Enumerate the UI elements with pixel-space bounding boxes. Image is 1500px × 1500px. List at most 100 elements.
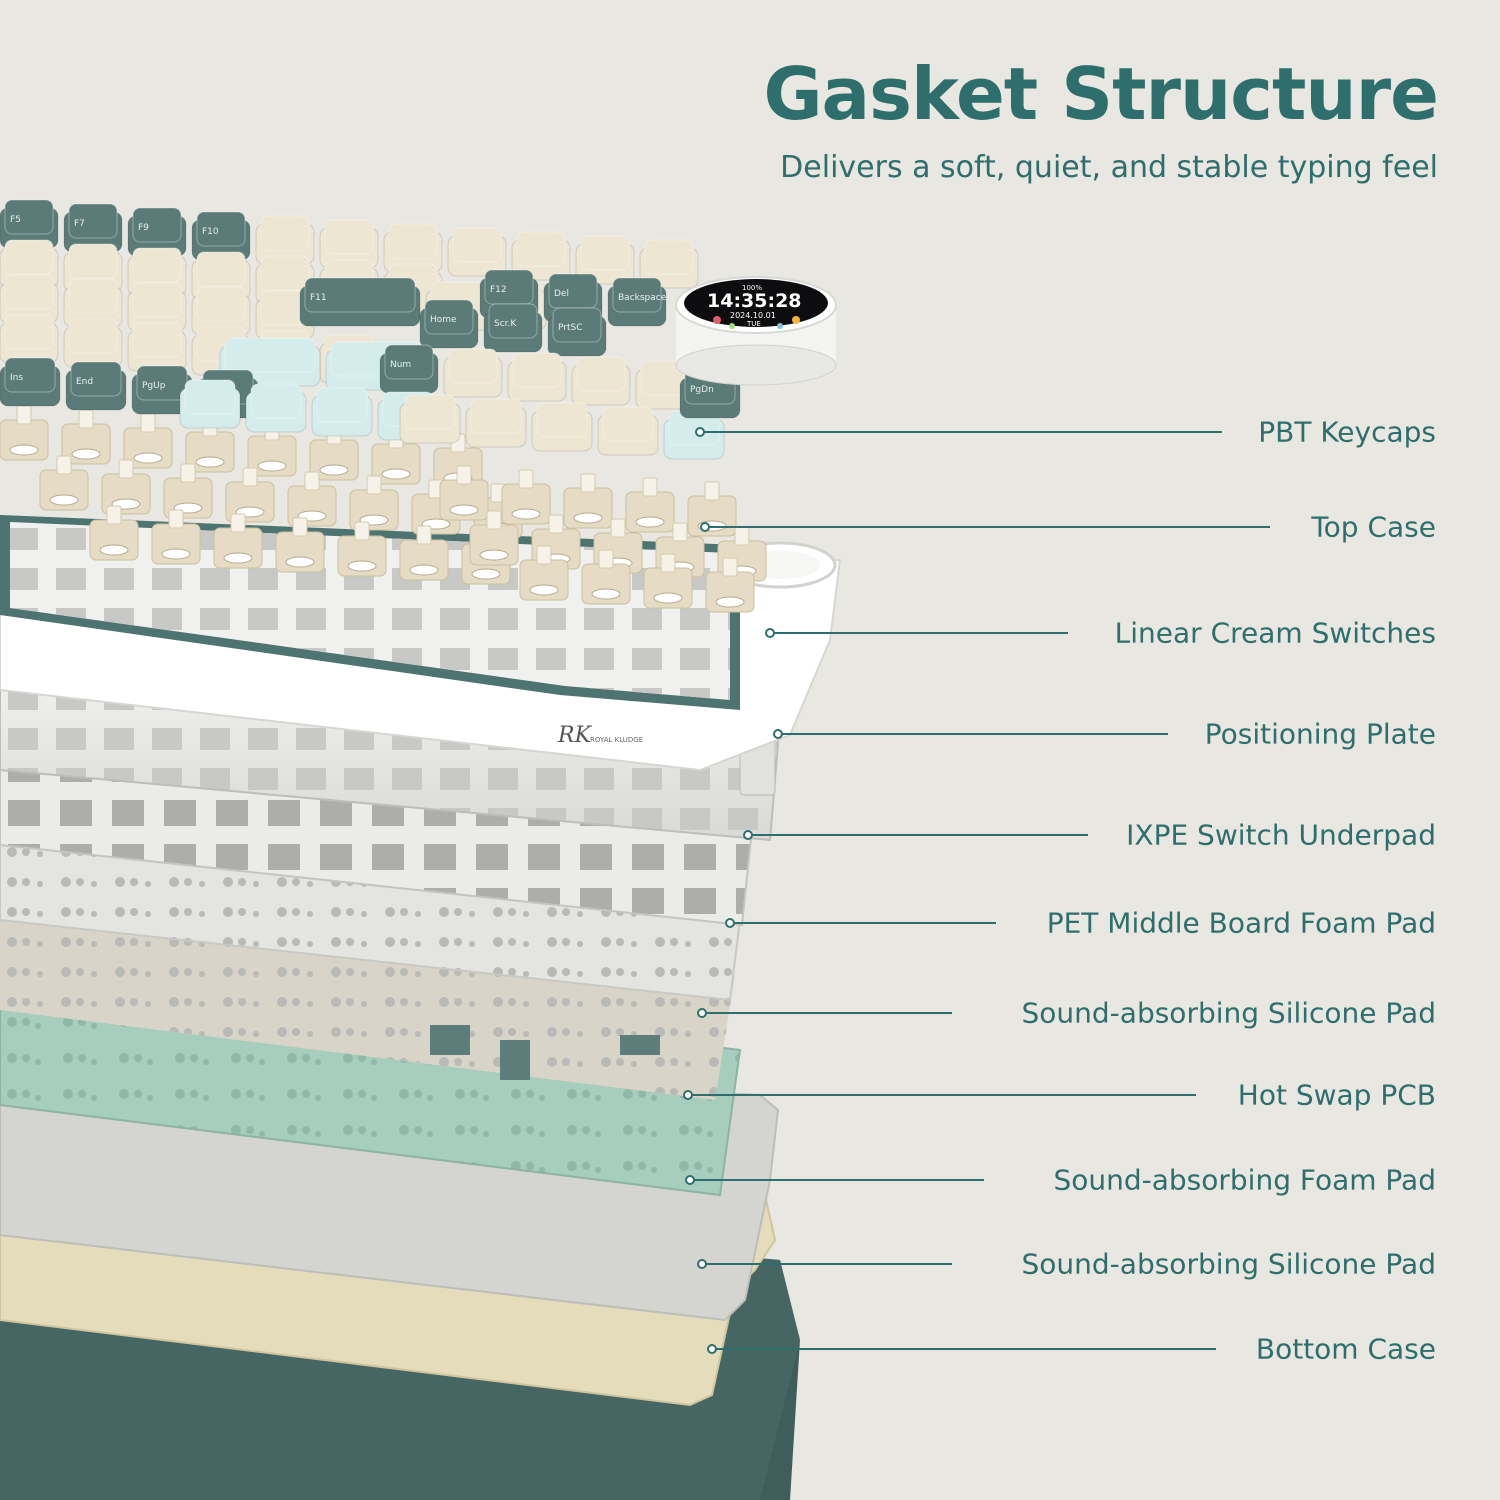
keycap-legend: PrtSC [558, 323, 583, 333]
switch [309, 425, 359, 481]
keycap [597, 406, 659, 456]
brand-name: ROYAL KLUDGE [590, 736, 643, 744]
switch [563, 473, 613, 529]
keycap-legend: F10 [202, 227, 219, 237]
keycap: F9 [127, 207, 187, 257]
keycap [443, 348, 503, 398]
switch [705, 557, 755, 613]
switch [213, 513, 263, 569]
display-time: 14:35:28 [707, 290, 802, 312]
keycap [663, 410, 725, 460]
keycap [383, 223, 443, 273]
keycap [571, 356, 631, 406]
switch [0, 405, 49, 461]
round-display: 100% 14:35:28 2024.10.01 TUE [675, 276, 837, 386]
keycap-legend: F11 [310, 293, 327, 303]
keycap: PrtSC [547, 307, 607, 357]
layer-label: Bottom Case [1255, 1332, 1436, 1366]
switch [163, 463, 213, 519]
switch [337, 521, 387, 577]
keycap [0, 314, 59, 364]
keycap-legend: PgDn [690, 385, 714, 395]
layer-label: Sound-absorbing Silicone Pad [1021, 996, 1436, 1030]
layer-label: IXPE Switch Underpad [1126, 818, 1436, 852]
keycap [255, 215, 315, 265]
keycap [127, 322, 187, 372]
brand-logo: RK [557, 723, 593, 748]
keycap: F10 [191, 211, 251, 261]
keycap [639, 239, 699, 289]
leader-dot [725, 918, 735, 928]
layer-label: Hot Swap PCB [1237, 1078, 1436, 1112]
switch [247, 421, 297, 477]
keycap-legend: End [76, 377, 93, 387]
leader-dot [700, 522, 710, 532]
switch [625, 477, 675, 533]
layer-label: Sound-absorbing Foam Pad [1053, 1163, 1436, 1197]
keycap-legend: Del [554, 289, 569, 299]
leader-dot [773, 729, 783, 739]
keycap [311, 387, 373, 437]
leader-dot [685, 1175, 695, 1185]
keycap: F5 [0, 199, 59, 249]
leader-dot [697, 1008, 707, 1018]
keycap [511, 231, 571, 281]
keycap: Scr.K [483, 303, 543, 353]
leader-lines [683, 427, 1270, 1354]
switch [439, 465, 489, 521]
keycap: F11 [299, 277, 421, 327]
keycap [127, 282, 187, 332]
keycap [399, 394, 461, 444]
keycap-legend: F12 [490, 285, 507, 295]
switch [399, 525, 449, 581]
page-subtitle: Delivers a soft, quiet, and stable typin… [780, 150, 1438, 185]
linear-switches-layer [0, 405, 767, 613]
keycap [447, 227, 507, 277]
keycap [635, 360, 695, 410]
keycap [465, 398, 527, 448]
layer-label: PET Middle Board Foam Pad [1046, 906, 1436, 940]
keycap: Backspace [607, 277, 667, 327]
keycap [531, 402, 593, 452]
keycap-legend: Ins [10, 373, 23, 383]
keycap-legend: Scr.K [494, 319, 517, 329]
keycap-legend: Home [430, 315, 457, 325]
keycap-legend: Backspace [618, 293, 667, 303]
layer-label: Linear Cream Switches [1114, 616, 1436, 650]
switch [501, 469, 551, 525]
switch [225, 467, 275, 523]
layer-label: Positioning Plate [1204, 717, 1436, 751]
keycap-legend: F9 [138, 223, 149, 233]
keycap-legend: F5 [10, 215, 21, 225]
layer-label: Top Case [1311, 510, 1436, 544]
keycap: F7 [63, 203, 123, 253]
leader-dot [697, 1259, 707, 1269]
keycap-legend: F7 [74, 219, 85, 229]
leader-dot [765, 628, 775, 638]
keycap [575, 235, 635, 285]
page-title: Gasket Structure [763, 52, 1439, 136]
leader-dot [695, 427, 705, 437]
keycap [179, 379, 241, 429]
keycap [245, 383, 307, 433]
keycap [63, 318, 123, 368]
leader-dot [743, 830, 753, 840]
display-battery: 100% [742, 284, 762, 292]
switch [275, 517, 325, 573]
keycap: Home [419, 299, 479, 349]
switch [151, 509, 201, 565]
switch [519, 545, 569, 601]
keycap: Ins [0, 357, 61, 407]
keycap [507, 352, 567, 402]
keycap-legend: Num [390, 360, 411, 370]
switch [469, 510, 519, 566]
keycap-legend: PgUp [142, 381, 166, 391]
switch [643, 553, 693, 609]
display-weekday: TUE [746, 320, 761, 328]
leader-dot [683, 1090, 693, 1100]
switch [581, 549, 631, 605]
keycap: End [65, 361, 127, 411]
